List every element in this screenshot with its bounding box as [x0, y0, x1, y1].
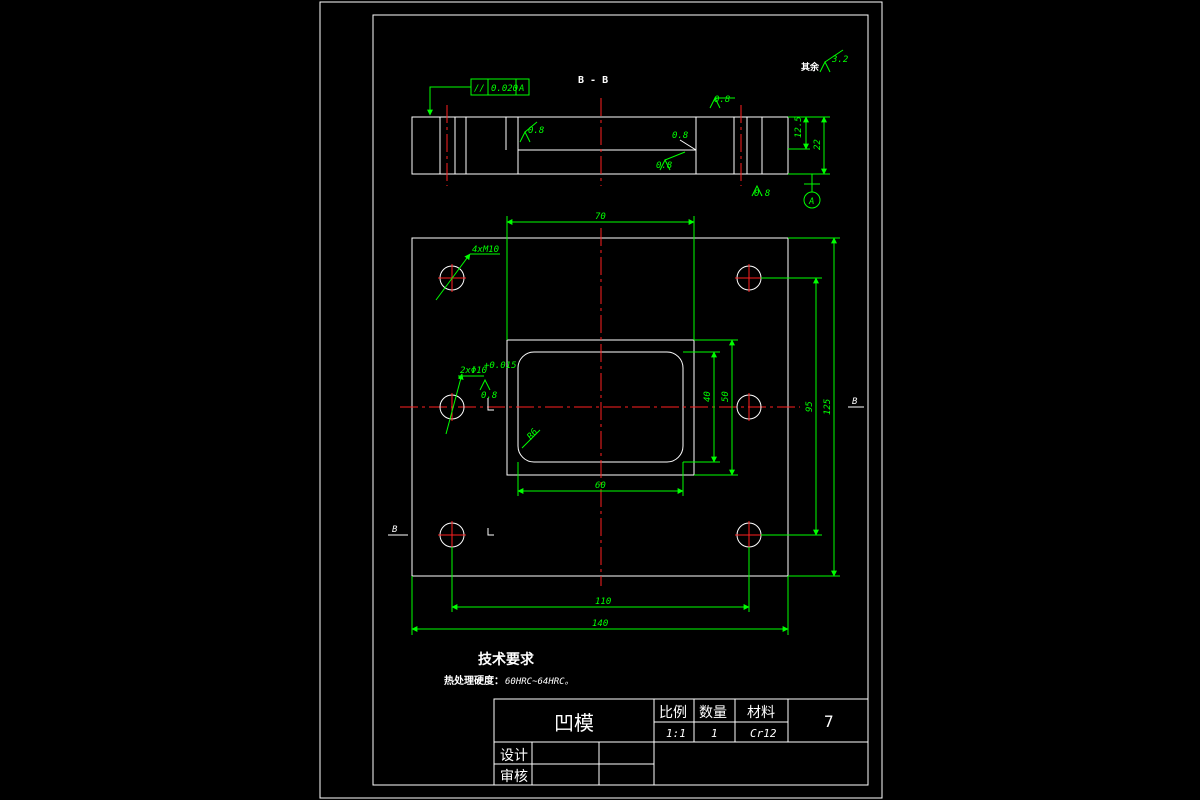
holes-side-callout: 2xΦ10 [460, 366, 487, 376]
holes-side-tol: +0.015 [484, 361, 517, 371]
section-marker-left: B [392, 525, 398, 535]
section-view: 0.8 0.8 0.8 0.8 0.8 12.5 22 A // 0.020 A [411, 78, 830, 209]
dim-110: 110 [595, 597, 611, 607]
dim-140: 140 [592, 619, 608, 629]
part-name: 凹模 [554, 711, 594, 735]
dim-50: 50 [721, 391, 731, 402]
check-label: 审核 [500, 769, 528, 785]
outer-frame [319, 1, 883, 799]
roughness-label-4: 0.8 [754, 189, 770, 199]
dim-12-5: 12.5 [794, 116, 804, 138]
scale-label: 比例 [659, 705, 687, 721]
dim-95: 95 [805, 401, 815, 412]
tolerance-value: 0.020 [491, 84, 518, 94]
section-label: B - B [578, 75, 608, 86]
roughness-label-3: 0.8 [656, 161, 672, 171]
tech-value: 60HRC~64HRC。 [505, 677, 574, 687]
roughness-label-2: 0.8 [714, 95, 730, 105]
dim-60: 60 [595, 481, 606, 491]
tolerance-symbol: // [474, 84, 485, 94]
section-marker-right: B [852, 397, 858, 407]
holes-side-roughness: 0.8 [481, 391, 497, 401]
qty-label: 数量 [699, 705, 727, 721]
tolerance-datum: A [518, 84, 524, 94]
plan-view: B B 70 60 110 140 40 50 95 [388, 212, 864, 635]
corner-radius: R6 [526, 427, 541, 442]
scale-value: 1:1 [666, 727, 686, 740]
roughness-label-1: 0.8 [528, 126, 544, 136]
design-label: 设计 [500, 748, 528, 764]
tech-line: 热处理硬度： [444, 674, 504, 687]
material-value: Cr12 [750, 727, 777, 740]
sheet-number: 7 [824, 712, 834, 731]
dim-22: 22 [813, 139, 823, 150]
title-block [493, 698, 869, 786]
roughness-other-label: 其余 [801, 61, 820, 73]
dim-40: 40 [703, 391, 713, 402]
holes-top-callout: 4xM10 [472, 245, 499, 255]
material-label: 材料 [747, 705, 775, 721]
qty-value: 1 [711, 727, 718, 740]
roughness-label-5: 0.8 [672, 131, 688, 141]
dim-125: 125 [823, 399, 833, 415]
datum-a: A [808, 197, 814, 207]
tech-title: 技术要求 [478, 651, 535, 668]
dim-70: 70 [595, 212, 606, 222]
roughness-main: 3.2 [831, 55, 848, 65]
